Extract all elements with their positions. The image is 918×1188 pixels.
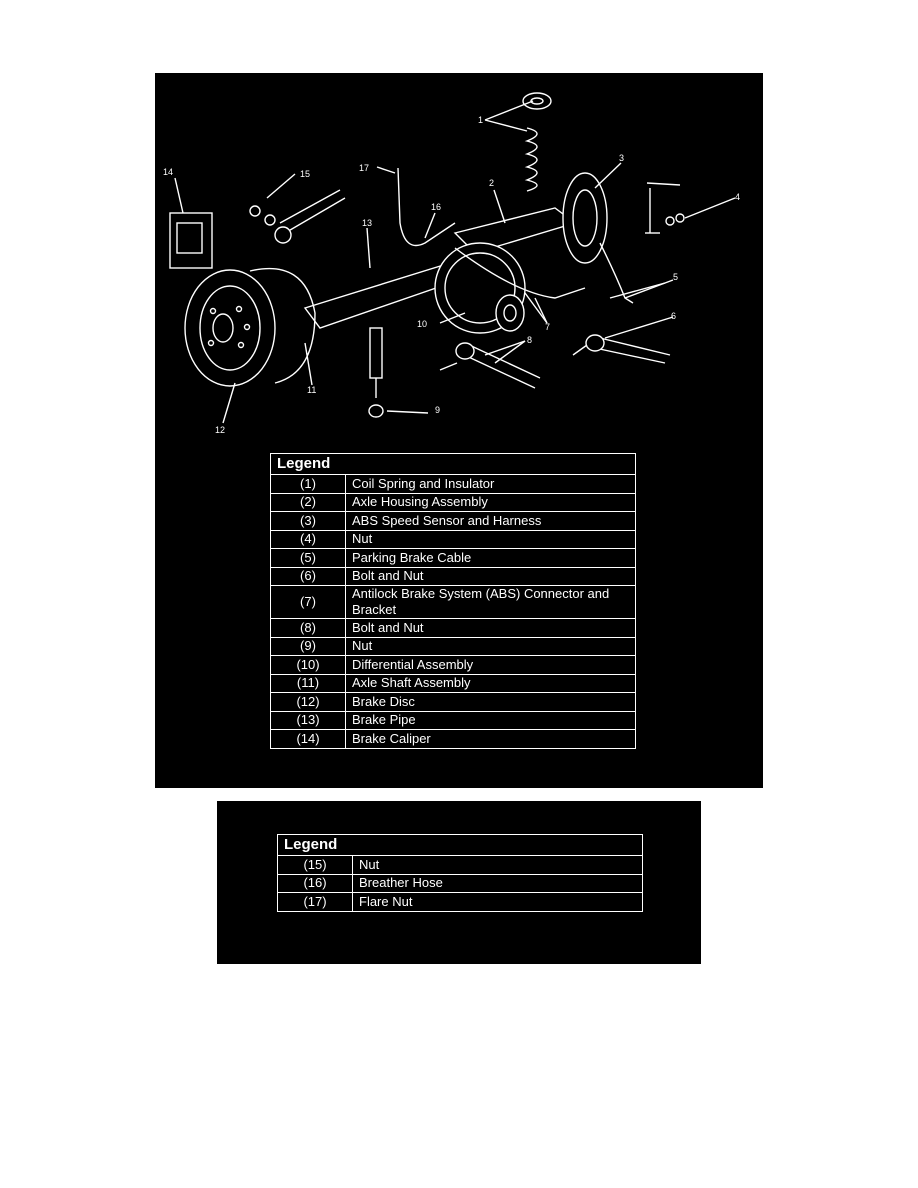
callout-2: 2 <box>489 178 494 188</box>
callout-13: 13 <box>362 218 372 228</box>
callout-4: 4 <box>735 192 740 202</box>
diagram-panel: 1 2 3 4 5 6 7 8 9 10 11 12 13 14 15 16 1… <box>155 73 763 788</box>
legend-number: (8) <box>270 618 346 638</box>
legend-row: (7)Antilock Brake System (ABS) Connector… <box>270 585 636 619</box>
callout-11: 11 <box>307 385 316 395</box>
legend-label: Coil Spring and Insulator <box>345 474 636 494</box>
legend-table-main: Legend (1)Coil Spring and Insulator (2)A… <box>270 453 636 749</box>
callout-15: 15 <box>300 169 310 179</box>
legend-row: (2)Axle Housing Assembly <box>270 492 636 512</box>
legend-number: (17) <box>277 892 353 912</box>
legend-label: Bolt and Nut <box>345 566 636 586</box>
callout-8: 8 <box>527 335 532 345</box>
legend-label: Axle Shaft Assembly <box>345 673 636 693</box>
callout-6: 6 <box>671 311 676 321</box>
legend-number: (7) <box>270 585 346 619</box>
legend-number: (16) <box>277 873 353 893</box>
callout-7: 7 <box>545 322 550 332</box>
legend-row: (13)Brake Pipe <box>270 710 636 730</box>
legend-label: Nut <box>345 636 636 656</box>
legend-number: (10) <box>270 655 346 675</box>
legend-title: Legend <box>270 453 636 475</box>
legend-label: Flare Nut <box>352 892 643 912</box>
legend-label: Axle Housing Assembly <box>345 492 636 512</box>
legend-number: (11) <box>270 673 346 693</box>
legend-label: Differential Assembly <box>345 655 636 675</box>
legend-label: Breather Hose <box>352 873 643 893</box>
legend-number: (3) <box>270 511 346 531</box>
legend-row: (14)Brake Caliper <box>270 729 636 749</box>
callout-5: 5 <box>673 272 678 282</box>
callout-12: 12 <box>215 425 225 435</box>
legend-number: (1) <box>270 474 346 494</box>
legend-row: (4)Nut <box>270 529 636 549</box>
legend-row: (6)Bolt and Nut <box>270 566 636 586</box>
legend-label: Nut <box>345 529 636 549</box>
legend-number: (14) <box>270 729 346 749</box>
callout-3: 3 <box>619 153 624 163</box>
callout-17: 17 <box>359 163 369 173</box>
legend-table-continued: Legend (15)Nut (16)Breather Hose (17)Fla… <box>277 834 643 912</box>
callout-1: 1 <box>478 115 483 125</box>
legend-row: (11)Axle Shaft Assembly <box>270 673 636 693</box>
legend-label: Antilock Brake System (ABS) Connector an… <box>345 585 636 619</box>
legend-row: (17)Flare Nut <box>277 892 643 912</box>
legend-number: (5) <box>270 548 346 568</box>
legend-label: Brake Caliper <box>345 729 636 749</box>
legend-row: (10)Differential Assembly <box>270 655 636 675</box>
legend-label: Nut <box>352 855 643 875</box>
callout-16: 16 <box>431 202 441 212</box>
legend-label: Brake Pipe <box>345 710 636 730</box>
legend-row: (9)Nut <box>270 636 636 656</box>
legend-number: (4) <box>270 529 346 549</box>
legend-number: (13) <box>270 710 346 730</box>
legend-row: (16)Breather Hose <box>277 873 643 893</box>
legend-row: (15)Nut <box>277 855 643 875</box>
legend-row: (5)Parking Brake Cable <box>270 548 636 568</box>
legend-panel-continued: Legend (15)Nut (16)Breather Hose (17)Fla… <box>217 801 701 964</box>
legend-row: (8)Bolt and Nut <box>270 618 636 638</box>
legend-number: (6) <box>270 566 346 586</box>
legend-title: Legend <box>277 834 643 856</box>
legend-label: Bolt and Nut <box>345 618 636 638</box>
legend-number: (15) <box>277 855 353 875</box>
legend-number: (9) <box>270 636 346 656</box>
legend-label: ABS Speed Sensor and Harness <box>345 511 636 531</box>
rear-axle-exploded-view: 1 2 3 4 5 6 7 8 9 10 11 12 13 14 15 16 1… <box>163 92 740 435</box>
legend-label: Brake Disc <box>345 692 636 712</box>
legend-row: (1)Coil Spring and Insulator <box>270 474 636 494</box>
callout-10: 10 <box>417 319 427 329</box>
legend-label: Parking Brake Cable <box>345 548 636 568</box>
callout-9: 9 <box>435 405 440 415</box>
legend-row: (12)Brake Disc <box>270 692 636 712</box>
legend-number: (2) <box>270 492 346 512</box>
legend-number: (12) <box>270 692 346 712</box>
callout-14: 14 <box>163 167 173 177</box>
legend-row: (3)ABS Speed Sensor and Harness <box>270 511 636 531</box>
